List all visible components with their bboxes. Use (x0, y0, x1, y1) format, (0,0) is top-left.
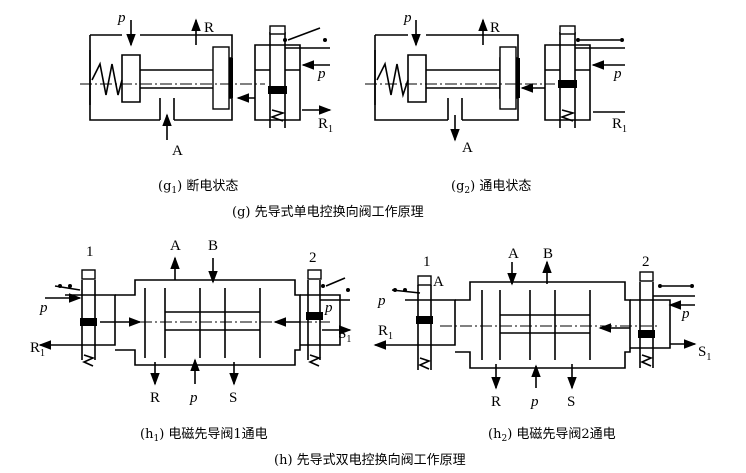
port-p-label: p (377, 293, 386, 309)
port-r1-label: R1 (612, 116, 627, 135)
caption-g-title: (g) 先导式单电控换向阀工作原理 (232, 204, 424, 220)
port-r-label: R (490, 20, 500, 36)
port-b-label: B (208, 238, 218, 254)
port-p-label: p (403, 10, 412, 26)
port-p-label: p (613, 66, 622, 82)
caption-h2: (h2) 电磁先导阀2通电 (488, 427, 616, 444)
caption-h1: (h1) 电磁先导阀1通电 (140, 427, 268, 444)
port-p-label: p (189, 390, 198, 406)
port-s1-label: S1 (338, 326, 351, 345)
caption-g2: (g2) 通电状态 (451, 179, 531, 196)
port-p-label: p (530, 394, 539, 410)
port-r1-label: R1 (30, 340, 45, 359)
port-p-label: p (681, 306, 690, 322)
caption-g1: (g1) 断电状态 (158, 179, 238, 196)
port-p-label: p (39, 300, 48, 316)
pilot-2-label: 2 (309, 250, 317, 266)
port-s1-label: S1 (698, 344, 711, 363)
port-s-label: S (229, 390, 237, 406)
port-a-label: A (433, 274, 444, 290)
port-p-label: p (117, 10, 126, 26)
pilot-1-label: 1 (423, 254, 431, 270)
diagram-g2-energized: p R A p R1 (365, 10, 627, 156)
diagram-g1-deenergized: p R A p R1 (80, 10, 333, 159)
port-r1-label: R1 (318, 116, 333, 135)
port-r-label: R (150, 390, 160, 406)
port-p-label: p (324, 300, 333, 316)
port-p-label: p (317, 66, 326, 82)
port-a-label: A (170, 238, 181, 254)
port-a-label: A (172, 143, 183, 159)
diagram-h2-pilot2-energized: 1 A 2 A B p R1 p S1 R p S (373, 246, 711, 410)
caption-h-title: (h) 先导式双电控换向阀工作原理 (274, 452, 466, 468)
port-b-label: B (543, 246, 553, 262)
diagram-h1-pilot1-energized: 1 2 A B p R1 p S1 R p S (30, 238, 352, 406)
port-a-label: A (508, 246, 519, 262)
port-r-label: R (204, 20, 214, 36)
pilot-1-label: 1 (86, 244, 94, 260)
port-r1-label: R1 (378, 323, 393, 342)
port-a-label: A (462, 140, 473, 156)
port-s-label: S (567, 394, 575, 410)
port-r-label: R (491, 394, 501, 410)
pilot-2-label: 2 (642, 254, 650, 270)
